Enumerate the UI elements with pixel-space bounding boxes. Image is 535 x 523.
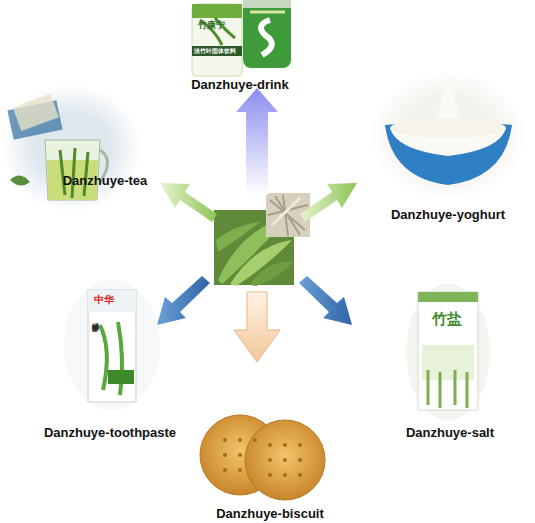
salt-photo: [406, 284, 490, 420]
product-label: Danzhuye-tea: [55, 173, 155, 188]
package-text: 中华: [94, 295, 114, 305]
product-label: Danzhuye-salt: [400, 425, 500, 440]
biscuit-label-box: Danzhuye-biscuit: [200, 503, 340, 521]
toothpaste-label-box: Danzhuye-toothpaste: [35, 422, 185, 440]
package-text: 竹康宁: [198, 21, 225, 30]
yoghurt-label-box: Danzhuye-yoghurt: [378, 204, 518, 222]
tea-label-box: Danzhuye-tea: [55, 170, 155, 188]
product-label: Danzhuye-biscuit: [200, 506, 340, 521]
package-text: 淡竹叶固体饮料: [194, 48, 236, 54]
product-label: Danzhuye-toothpaste: [35, 425, 185, 440]
product-label: Danzhuye-drink: [185, 77, 295, 92]
package-text: 竹盐: [432, 312, 462, 327]
biscuit-photo: [200, 415, 325, 500]
leaf-photo: [214, 193, 310, 286]
product-label: Danzhuye-yoghurt: [378, 207, 518, 222]
yoghurt-photo: [370, 70, 526, 200]
arrows: [157, 88, 357, 362]
drink-photo: [192, 0, 291, 76]
toothpaste-photo: [64, 280, 160, 410]
drink-label-box: Danzhuye-drink: [185, 74, 295, 92]
tea-photo: [2, 84, 142, 212]
salt-label-box: Danzhuye-salt: [400, 422, 500, 440]
